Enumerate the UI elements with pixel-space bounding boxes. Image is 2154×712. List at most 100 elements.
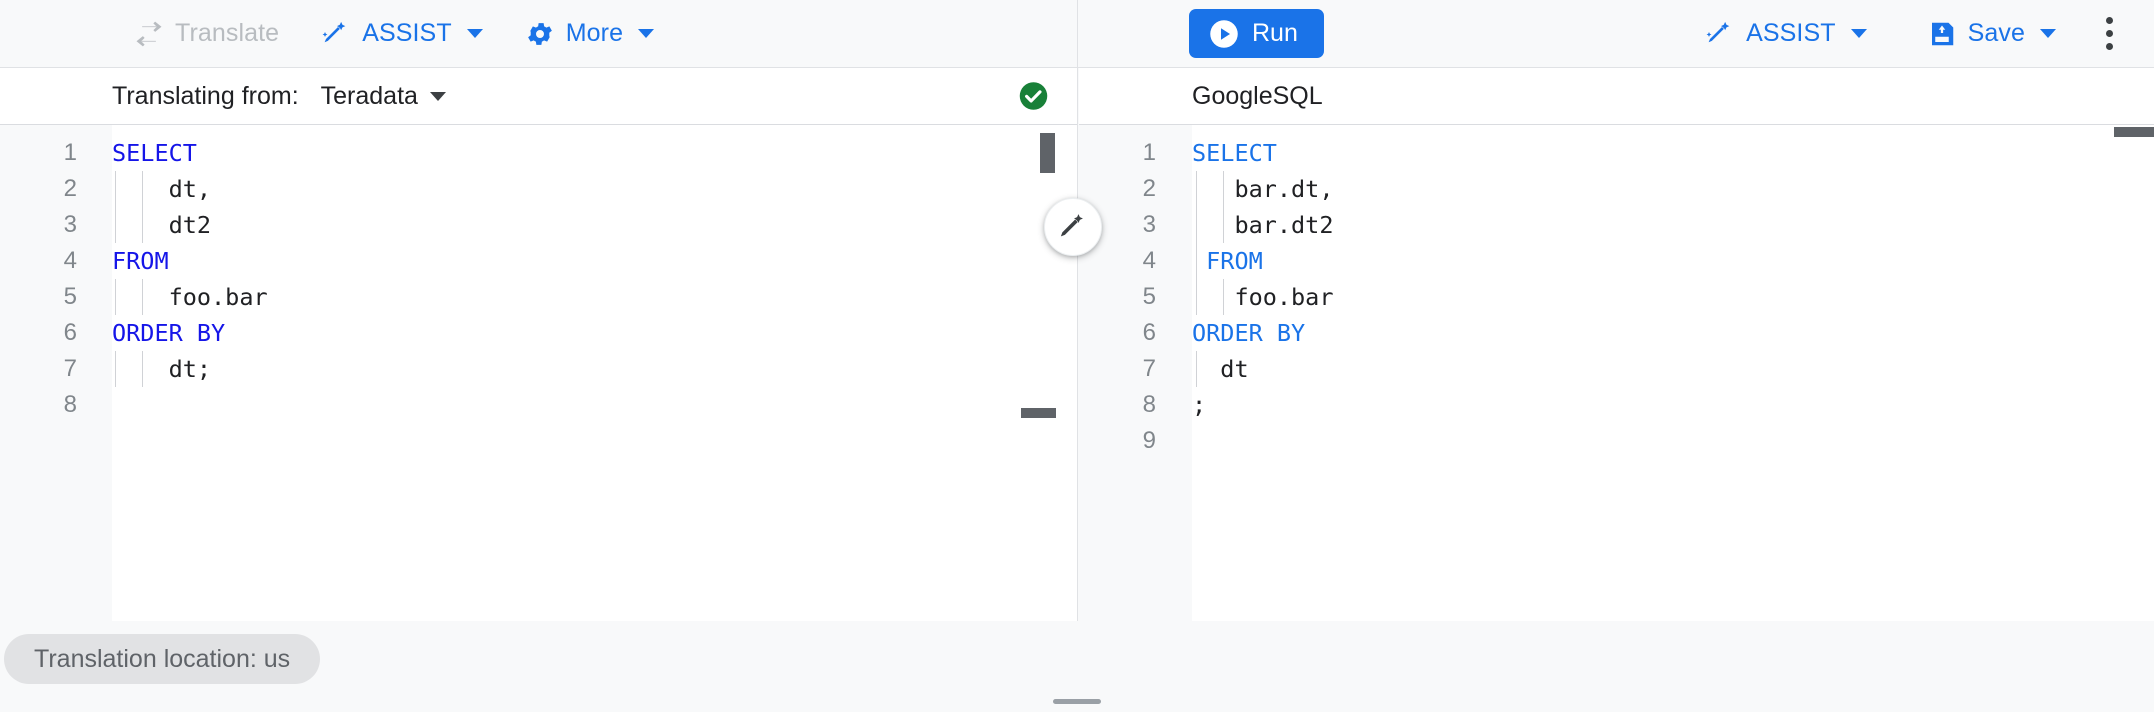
code-line: 3 dt2	[0, 207, 1077, 243]
sql-keyword: ORDER BY	[1192, 319, 1306, 347]
line-number: 7	[1079, 351, 1192, 387]
code-text: foo.bar	[1192, 279, 2154, 315]
translating-from-label: Translating from:	[112, 81, 299, 110]
line-number: 4	[0, 243, 112, 279]
sql-keyword: FROM	[112, 247, 169, 275]
code-line: 5 foo.bar	[1079, 279, 2154, 315]
translate-button[interactable]: Translate	[130, 13, 283, 55]
sql-text: foo.bar	[112, 283, 268, 311]
top-toolbar: Translate ASSIST	[0, 0, 2154, 68]
code-line: 8;	[1079, 387, 2154, 423]
assist-button-left[interactable]: ASSIST	[317, 13, 487, 55]
code-text: ;	[1192, 387, 2154, 423]
sql-keyword: ORDER BY	[112, 319, 226, 347]
code-text: foo.bar	[112, 279, 1077, 315]
translation-location-label: Translation location: us	[34, 644, 291, 673]
gear-icon	[525, 19, 555, 49]
chevron-down-icon	[2040, 29, 2056, 38]
toolbar-left-group: Translate ASSIST	[0, 0, 1078, 67]
chevron-down-icon	[466, 29, 483, 38]
indent-guide	[142, 351, 143, 387]
code-line: 7 dt	[1079, 351, 2154, 387]
code-line: 2 dt,	[0, 171, 1077, 207]
source-vertical-scrollbar[interactable]	[1040, 133, 1055, 173]
line-number: 3	[0, 207, 112, 243]
sql-text: ;	[1192, 391, 1207, 419]
save-icon	[1927, 19, 1957, 49]
line-number: 1	[0, 135, 112, 171]
chevron-down-icon	[1850, 29, 1867, 38]
sql-text: dt;	[112, 355, 212, 383]
line-number: 5	[0, 279, 112, 315]
more-label: More	[565, 19, 624, 47]
sql-keyword: SELECT	[112, 139, 197, 167]
code-line: 3 bar.dt2	[1079, 207, 2154, 243]
panel-resize-handle[interactable]	[1053, 699, 1101, 704]
sql-text: bar.dt,	[1192, 175, 1334, 203]
source-editor-pane: Translating from: Teradata	[0, 68, 1078, 621]
line-number: 7	[0, 351, 112, 387]
code-line: 4 FROM	[1079, 243, 2154, 279]
assist-label-right: ASSIST	[1746, 19, 1836, 47]
assist-label-left: ASSIST	[362, 19, 452, 47]
source-editor-header: Translating from: Teradata	[0, 68, 1077, 125]
translation-location-chip: Translation location: us	[4, 634, 321, 684]
magic-pencil-icon	[321, 19, 351, 49]
source-dialect-dropdown[interactable]: Teradata	[321, 82, 446, 111]
kebab-dot	[2105, 30, 2113, 37]
footer-bar: Translation location: us	[0, 621, 2154, 712]
check-circle-icon	[1019, 82, 1048, 110]
code-text: SELECT	[112, 135, 1077, 171]
save-button[interactable]: Save	[1923, 13, 2060, 55]
code-text: ORDER BY	[1192, 315, 2154, 351]
assist-button-right[interactable]: ASSIST	[1701, 13, 1871, 55]
indent-guide	[1223, 171, 1224, 207]
indent-guide	[1223, 207, 1224, 243]
kebab-menu-icon[interactable]	[2086, 11, 2132, 57]
code-line: 7 dt;	[0, 351, 1077, 387]
indent-guide	[1196, 171, 1197, 207]
line-number: 6	[0, 315, 112, 351]
indent-guide	[1196, 207, 1197, 243]
line-number: 9	[1079, 423, 1192, 459]
indent-guide	[1196, 279, 1197, 315]
line-number: 1	[1079, 135, 1192, 171]
kebab-dot	[2105, 43, 2113, 50]
code-line: 8	[0, 387, 1077, 423]
more-button[interactable]: More	[521, 13, 658, 55]
source-horizontal-scrollbar[interactable]	[1021, 408, 1056, 418]
line-number: 2	[0, 171, 112, 207]
indent-guide	[1196, 351, 1197, 387]
chevron-down-icon	[429, 91, 446, 101]
target-dialect-label: GoogleSQL	[1192, 81, 1323, 110]
line-number: 5	[1079, 279, 1192, 315]
assist-fab-button[interactable]	[1044, 198, 1102, 256]
source-dialect-value: Teradata	[320, 81, 418, 110]
code-text: dt;	[112, 351, 1077, 387]
line-number: 6	[1079, 315, 1192, 351]
toolbar-right-group: Run ASSIST	[1079, 0, 2154, 67]
run-button[interactable]: Run	[1189, 9, 1324, 58]
code-line: 2 bar.dt,	[1079, 171, 2154, 207]
sql-keyword: FROM	[1192, 247, 1263, 275]
line-number: 8	[0, 387, 112, 423]
code-text: bar.dt,	[1192, 171, 2154, 207]
code-text: bar.dt2	[1192, 207, 2154, 243]
indent-guide	[142, 207, 143, 243]
code-text: SELECT	[1192, 135, 2154, 171]
sql-text: dt2	[112, 211, 212, 239]
kebab-dot	[2105, 17, 2113, 24]
run-label: Run	[1252, 19, 1298, 47]
editor-panes: Translating from: Teradata	[0, 68, 2154, 621]
target-horizontal-scrollbar[interactable]	[2114, 127, 2154, 137]
code-text: ORDER BY	[112, 315, 1077, 351]
save-label: Save	[1967, 19, 2025, 47]
